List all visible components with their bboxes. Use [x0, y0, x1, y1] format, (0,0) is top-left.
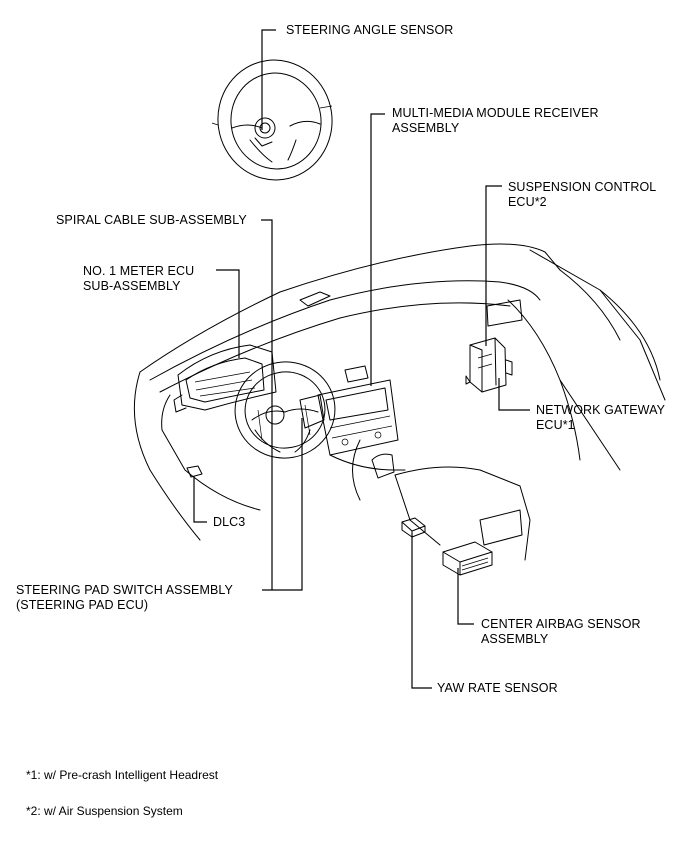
label-meter-ecu: NO. 1 METER ECU SUB-ASSEMBLY — [83, 264, 195, 293]
label-network-gateway: NETWORK GATEWAY ECU*1 — [536, 403, 666, 432]
yaw-rate-sensor-part — [401, 517, 426, 538]
label-steering-pad-switch: STEERING PAD SWITCH ASSEMBLY (STEERING P… — [16, 583, 233, 612]
steering-wheel-in-dash — [234, 361, 336, 459]
dashboard-outline — [133, 243, 666, 541]
center-console — [352, 439, 531, 561]
leader-lines — [193, 29, 530, 689]
steering-wheel-detail — [211, 59, 333, 181]
label-steering-angle-sensor: STEERING ANGLE SENSOR — [286, 23, 454, 37]
center-airbag-sensor-part — [442, 541, 493, 576]
label-multi-media-module: MULTI-MEDIA MODULE RECEIVER ASSEMBLY — [392, 106, 599, 135]
suspension-ecu-module — [465, 337, 513, 393]
meter-cluster — [173, 344, 277, 413]
label-center-airbag-sensor: CENTER AIRBAG SENSOR ASSEMBLY — [481, 617, 641, 646]
footnote-1: *1: w/ Pre-crash Intelligent Headrest — [26, 768, 219, 782]
label-yaw-rate-sensor: YAW RATE SENSOR — [437, 681, 558, 695]
footnote-2: *2: w/ Air Suspension System — [26, 804, 183, 818]
label-dlc3: DLC3 — [213, 515, 246, 529]
dlc3-connector — [186, 465, 203, 478]
center-stack — [317, 365, 406, 471]
label-suspension-control-ecu: SUSPENSION CONTROL ECU*2 — [508, 180, 657, 209]
label-spiral-cable: SPIRAL CABLE SUB-ASSEMBLY — [56, 213, 247, 227]
